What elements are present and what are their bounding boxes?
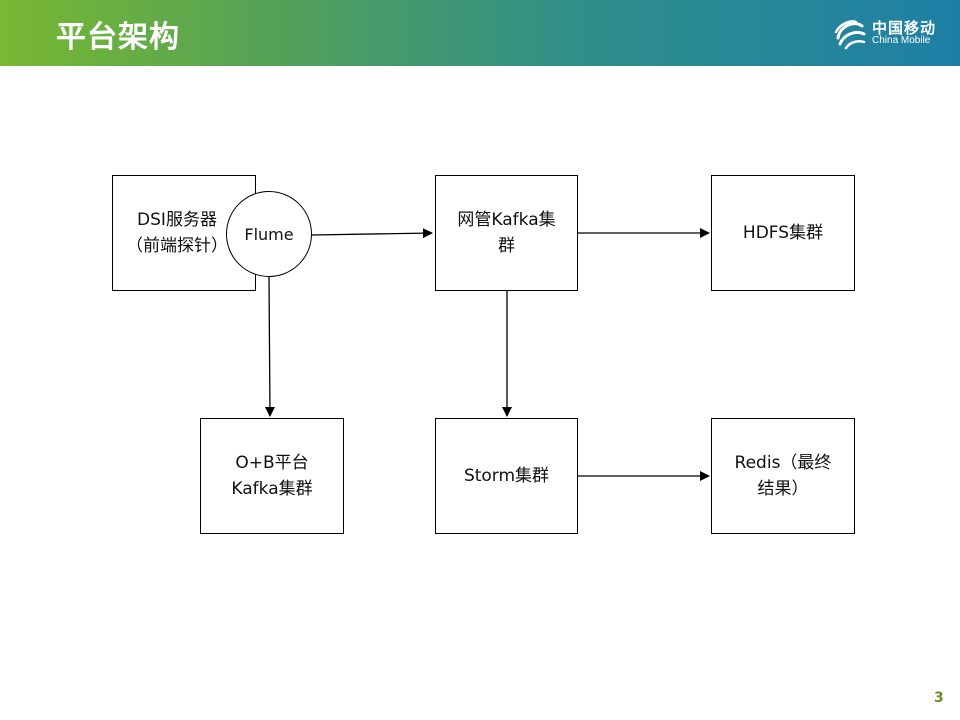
node-dsi-line2: （前端探针） <box>126 236 228 256</box>
node-flume: Flume <box>226 191 312 277</box>
node-wg-kafka: 网管Kafka集 群 <box>435 175 578 291</box>
node-storm: Storm集群 <box>435 418 578 534</box>
node-wg-kafka-line2: 群 <box>498 236 515 256</box>
node-flume-label: Flume <box>244 224 294 244</box>
node-ob-kafka-line2: Kafka集群 <box>231 479 313 499</box>
node-hdfs: HDFS集群 <box>711 175 855 291</box>
page-title: 平台架构 <box>56 20 180 55</box>
node-hdfs-line1: HDFS集群 <box>742 223 824 243</box>
logo-text-cn: 中国移动 <box>872 19 937 37</box>
edge-flume-to-ob-kafka <box>264 276 275 417</box>
logo-text-en: China Mobile <box>872 35 931 46</box>
node-ob-kafka: O+B平台 Kafka集群 <box>200 418 344 534</box>
node-redis: Redis（最终 结果） <box>711 418 855 534</box>
node-storm-line1: Storm集群 <box>463 466 550 486</box>
node-redis-line1: Redis（最终 <box>734 453 832 473</box>
page-number: 3 <box>934 690 944 706</box>
header-bar: 平台架构 中国移动 China Mobile <box>0 0 960 66</box>
node-redis-line2: 结果） <box>757 479 809 499</box>
china-mobile-logo: 中国移动 China Mobile <box>832 14 952 54</box>
node-ob-kafka-line1: O+B平台 <box>235 453 309 473</box>
china-mobile-logo-icon <box>834 20 866 50</box>
edge-flume-to-wg-kafka <box>311 228 433 239</box>
node-dsi-line1: DSI服务器 <box>137 210 217 230</box>
node-wg-kafka-line1: 网管Kafka集 <box>457 210 556 230</box>
